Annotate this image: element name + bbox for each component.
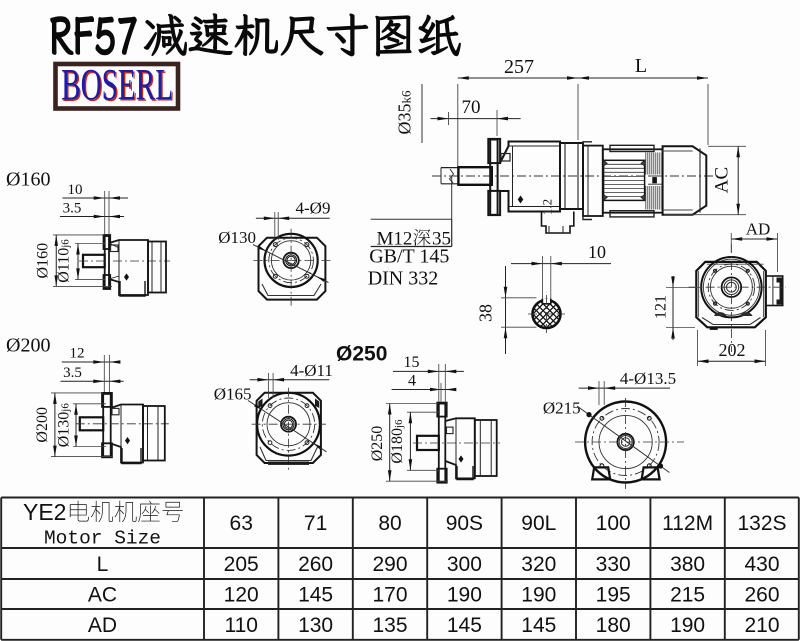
svg-text:4: 4 xyxy=(408,373,416,390)
svg-text:130: 130 xyxy=(298,614,333,637)
svg-text:AC: AC xyxy=(88,584,117,607)
svg-text:3.5: 3.5 xyxy=(63,201,82,217)
svg-text:M12: M12 xyxy=(377,228,413,249)
svg-text:4-Ø11: 4-Ø11 xyxy=(290,361,333,380)
svg-text:380: 380 xyxy=(670,553,705,576)
svg-text:35: 35 xyxy=(432,228,451,249)
svg-text:3.5: 3.5 xyxy=(63,365,82,381)
svg-text:257: 257 xyxy=(504,56,534,78)
svg-text:Ø160: Ø160 xyxy=(6,169,50,191)
svg-text:L: L xyxy=(97,553,109,576)
svg-text:Ø165: Ø165 xyxy=(214,385,252,404)
svg-text:210: 210 xyxy=(744,614,779,637)
svg-text:190: 190 xyxy=(447,584,482,607)
svg-text:215: 215 xyxy=(670,584,705,607)
svg-text:Ø35k6: Ø35k6 xyxy=(395,90,415,135)
svg-text:132S: 132S xyxy=(737,512,786,535)
svg-text:260: 260 xyxy=(298,553,333,576)
svg-text:BOSERL: BOSERL xyxy=(61,60,173,109)
svg-text:AD: AD xyxy=(746,220,771,239)
svg-text:10: 10 xyxy=(588,242,606,262)
svg-text:Ø215: Ø215 xyxy=(543,399,581,418)
svg-text:BOSERL: BOSERL xyxy=(63,62,175,111)
svg-text:4-Ø9: 4-Ø9 xyxy=(296,199,331,218)
svg-text:190: 190 xyxy=(521,584,556,607)
svg-text:320: 320 xyxy=(521,553,556,576)
svg-text:90L: 90L xyxy=(521,512,556,535)
svg-text:112M: 112M xyxy=(662,512,713,535)
svg-text:300: 300 xyxy=(447,553,482,576)
svg-text:10: 10 xyxy=(68,182,83,198)
svg-text:L: L xyxy=(635,55,647,77)
svg-text:180: 180 xyxy=(596,614,631,637)
svg-text:145: 145 xyxy=(447,614,482,637)
svg-text:100: 100 xyxy=(596,512,631,535)
svg-text:15: 15 xyxy=(404,354,420,371)
svg-text:195: 195 xyxy=(596,584,631,607)
svg-text:330: 330 xyxy=(596,553,631,576)
svg-text:110: 110 xyxy=(224,614,257,637)
svg-text:145: 145 xyxy=(298,584,333,607)
svg-text:Ø160: Ø160 xyxy=(35,243,52,279)
svg-text:Ø250: Ø250 xyxy=(336,343,387,366)
svg-text:202: 202 xyxy=(719,340,746,360)
svg-text:430: 430 xyxy=(744,553,779,576)
svg-text:121: 121 xyxy=(653,295,670,319)
svg-text:AD: AD xyxy=(88,614,117,637)
svg-text:135: 135 xyxy=(372,614,407,637)
svg-text:YE2: YE2 xyxy=(23,499,66,525)
svg-text:DIN 332: DIN 332 xyxy=(368,268,439,290)
svg-text:38: 38 xyxy=(476,304,496,322)
svg-text:205: 205 xyxy=(224,553,259,576)
svg-text:80: 80 xyxy=(378,512,401,535)
svg-text:120: 120 xyxy=(224,584,259,607)
svg-text:Ø180j6: Ø180j6 xyxy=(389,419,406,464)
svg-text:190: 190 xyxy=(670,614,705,637)
svg-text:Ø110j6: Ø110j6 xyxy=(55,239,72,283)
svg-text:Ø250: Ø250 xyxy=(369,426,386,462)
svg-text:Ø130j6: Ø130j6 xyxy=(56,403,73,448)
svg-text:90S: 90S xyxy=(446,512,483,535)
svg-text:Ø200: Ø200 xyxy=(6,335,50,357)
svg-text:4-Ø13.5: 4-Ø13.5 xyxy=(620,369,676,388)
svg-text:12: 12 xyxy=(70,346,85,362)
svg-text:Ø200: Ø200 xyxy=(34,407,51,443)
svg-text:Ø130: Ø130 xyxy=(218,228,256,247)
svg-text:71: 71 xyxy=(304,512,327,535)
svg-text:GB/T 145: GB/T 145 xyxy=(369,246,449,268)
svg-text:63: 63 xyxy=(230,512,253,535)
svg-text:70: 70 xyxy=(462,97,481,118)
svg-text:170: 170 xyxy=(372,584,407,607)
svg-text:145: 145 xyxy=(521,614,556,637)
svg-text:260: 260 xyxy=(744,584,779,607)
svg-text:290: 290 xyxy=(372,553,407,576)
svg-text:AC: AC xyxy=(712,167,733,193)
svg-text:Motor Size: Motor Size xyxy=(44,528,161,550)
svg-text:1.2: 1.2 xyxy=(540,199,555,215)
